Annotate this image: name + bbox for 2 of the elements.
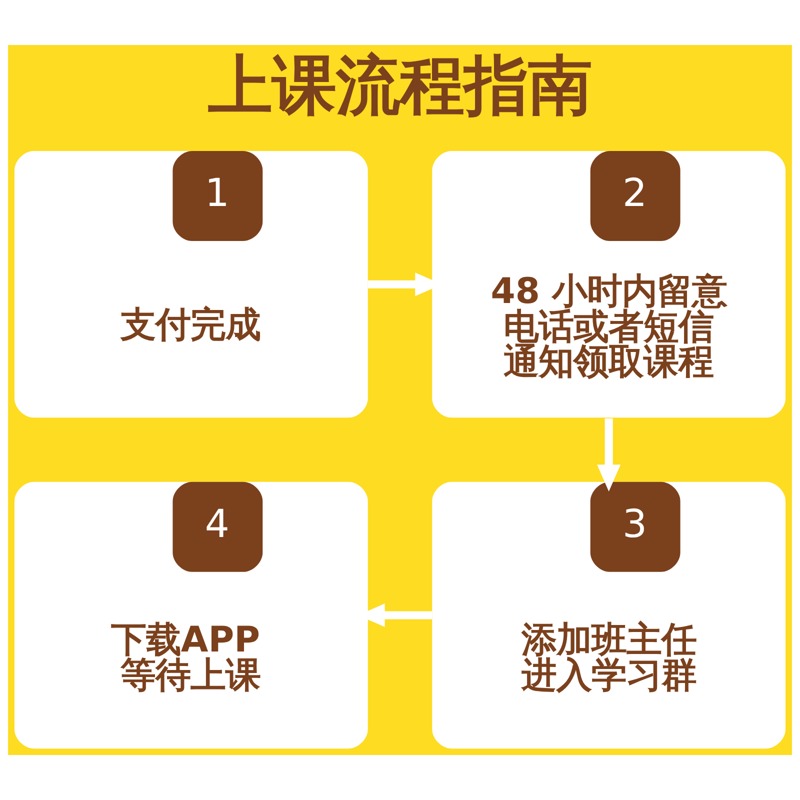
diagram-title: 上课流程指南 — [208, 48, 592, 124]
arrow — [597, 418, 621, 492]
